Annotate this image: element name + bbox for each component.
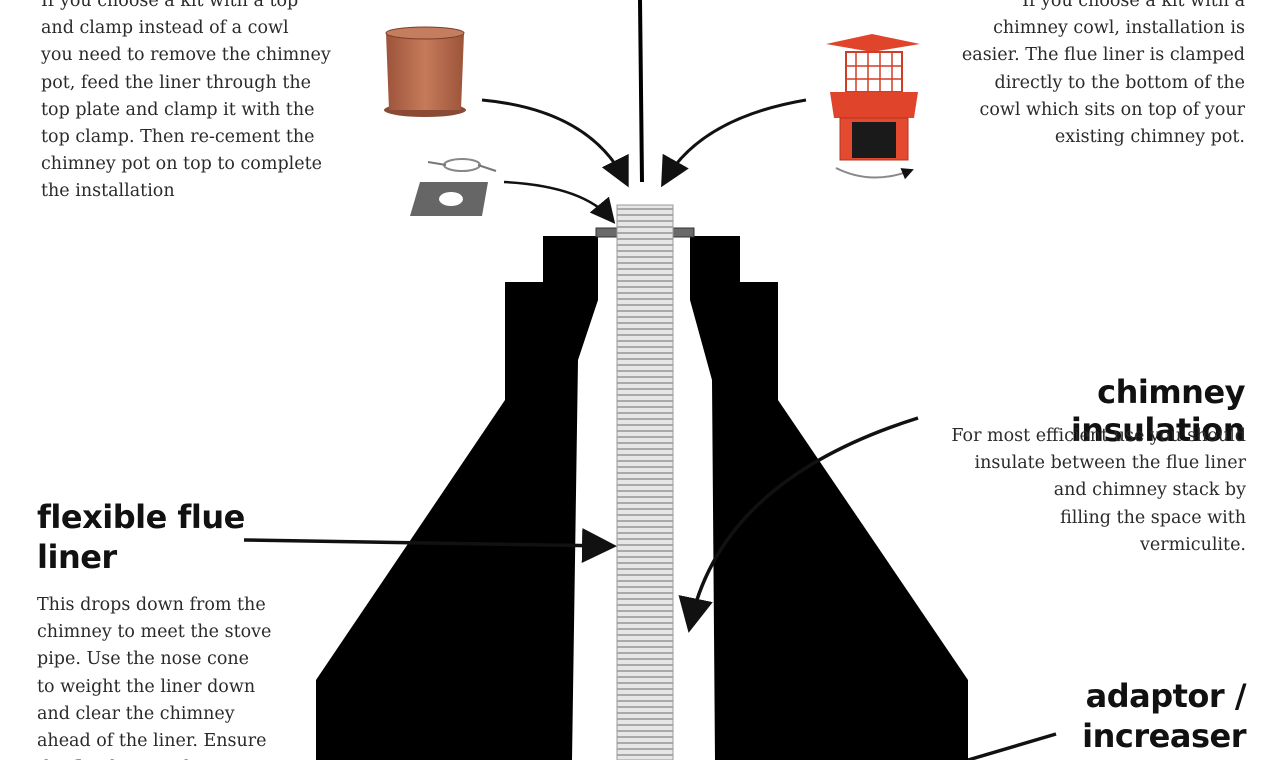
top-plate-clamp-icon [410, 158, 497, 216]
arrow-cowl-to-liner [661, 98, 807, 188]
top-right-note: If you choose a kit with a chimney cowl,… [961, 0, 1245, 148]
flue-liner-body: This drops down from the chimney to meet… [37, 595, 272, 760]
arrow-to-adaptor [967, 732, 1057, 760]
top-left-note: If you choose a kit with a top and clamp… [41, 0, 331, 202]
center-guide-line [638, 0, 644, 183]
chimney-cowl-icon [826, 34, 920, 180]
arrow-to-insulation [678, 416, 919, 633]
arrow-to-flue-liner [243, 528, 617, 564]
arrow-plate-to-stack [503, 180, 616, 224]
flexible-flue-liner [616, 204, 674, 760]
insulation-heading: chimney insulation [1070, 373, 1246, 449]
adaptor-heading: adaptor / increaser [1082, 677, 1246, 755]
flue-liner-heading: flexible flue liner [37, 498, 245, 576]
insulation-body: For most efficient use you should insula… [951, 426, 1246, 555]
chimney-pot-icon [384, 26, 466, 117]
chimney-stack-left [316, 236, 598, 760]
chimney-stack-right [690, 236, 968, 760]
arrow-pot-to-liner [481, 98, 629, 188]
